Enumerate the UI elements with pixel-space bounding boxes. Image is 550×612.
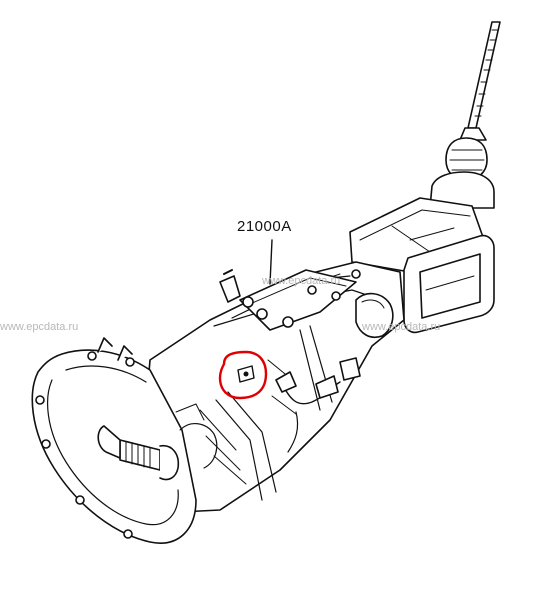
watermark-right: www.epcdata.ru (362, 321, 441, 333)
input-shaft (97, 425, 180, 481)
watermark-middle: www.epcdata.ru (262, 275, 341, 287)
shift-lever (429, 21, 501, 209)
output-flange (355, 292, 394, 338)
part-number-label: 21000A (237, 218, 292, 235)
top-cover (239, 269, 357, 331)
bolt-head-dot (243, 371, 249, 377)
sensor-wiring (275, 357, 361, 453)
breather-fitting (219, 269, 361, 308)
rear-cover-plate (403, 234, 495, 334)
highlight-circle (218, 350, 268, 400)
bearing-retainer (175, 403, 218, 469)
watermark-left: www.epcdata.ru (0, 321, 79, 333)
part-label-leader (269, 239, 273, 285)
